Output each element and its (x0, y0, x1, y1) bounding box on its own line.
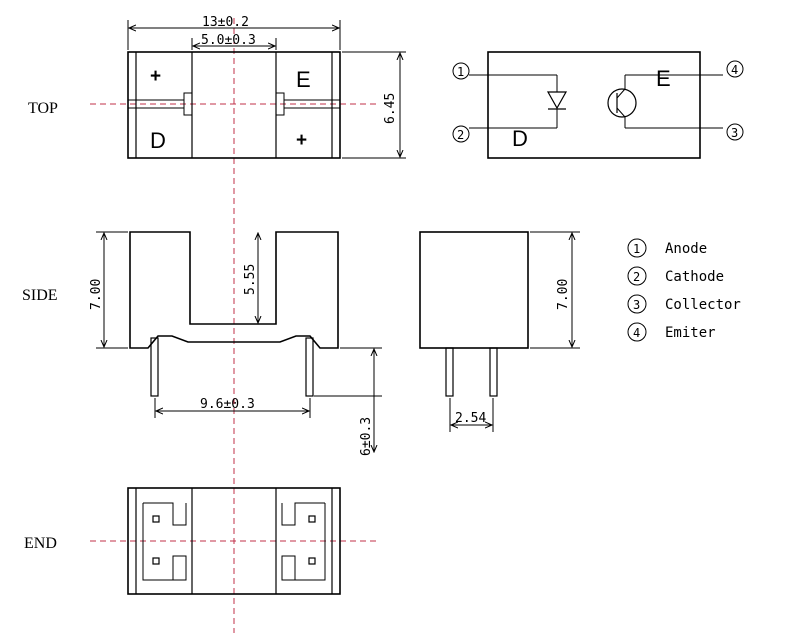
schematic-pin-3: 3 (731, 126, 738, 140)
phototransistor-symbol (607, 88, 637, 118)
dim-side-height: 7.00 (89, 279, 104, 310)
svg-text:1: 1 (633, 242, 640, 256)
dim-depth: 6.45 (383, 93, 398, 124)
view-label-top: TOP (28, 100, 58, 117)
schematic-pin-2: 2 (457, 128, 464, 142)
svg-text:2: 2 (633, 270, 640, 284)
end-pad-2 (152, 557, 160, 565)
schematic-label-d: D (512, 126, 528, 151)
svg-text:Emiter: Emiter (665, 325, 716, 341)
view-label-end: END (24, 535, 57, 552)
svg-text:4: 4 (633, 326, 640, 340)
schematic-pin-4: 4 (731, 63, 738, 77)
top-mark-d: D (150, 128, 166, 153)
dim-slot-width: 5.0±0.3 (201, 33, 256, 48)
diode-symbol (546, 91, 568, 110)
svg-text:Collector: Collector (665, 297, 741, 313)
right-side-view: 7.00 2.54 (419, 231, 580, 432)
dim-overall-width: 13±0.2 (202, 15, 249, 30)
top-mark-e: E (296, 67, 311, 92)
pin-legend: 1 Anode 2 Cathode 3 Collector 4 Emiter (627, 238, 741, 342)
dim-pin-length: 6±0.3 (359, 417, 374, 456)
dim-pin-spacing: 2.54 (455, 411, 486, 426)
svg-text:Cathode: Cathode (665, 269, 724, 285)
dim-right-height: 7.00 (556, 279, 571, 310)
schematic-label-e: E (656, 66, 671, 91)
legend-item-collector: 3 Collector (627, 294, 741, 314)
end-pad-4 (308, 557, 316, 565)
top-mark-plus-right: + (296, 130, 307, 151)
legend-item-anode: 1 Anode (627, 238, 707, 258)
svg-text:3: 3 (633, 298, 640, 312)
side-view: 7.00 5.55 9.6±0.3 6±0.3 (89, 231, 382, 456)
legend-item-emiter: 4 Emiter (627, 322, 716, 342)
dim-slot-depth: 5.55 (243, 264, 258, 295)
svg-text:Anode: Anode (665, 241, 707, 257)
dim-pin-pitch: 9.6±0.3 (200, 397, 255, 412)
view-label-side: SIDE (22, 287, 58, 304)
top-mark-plus-left: + (150, 66, 161, 87)
top-view: + E D + 13±0.2 5.0±0.3 6.45 (90, 15, 406, 159)
end-pad-3 (308, 515, 316, 523)
schematic: 1 2 D E 4 3 (452, 51, 744, 159)
end-pad-1 (152, 515, 160, 523)
schematic-pin-1: 1 (457, 65, 464, 79)
end-view (90, 487, 378, 595)
legend-item-cathode: 2 Cathode (627, 266, 724, 286)
